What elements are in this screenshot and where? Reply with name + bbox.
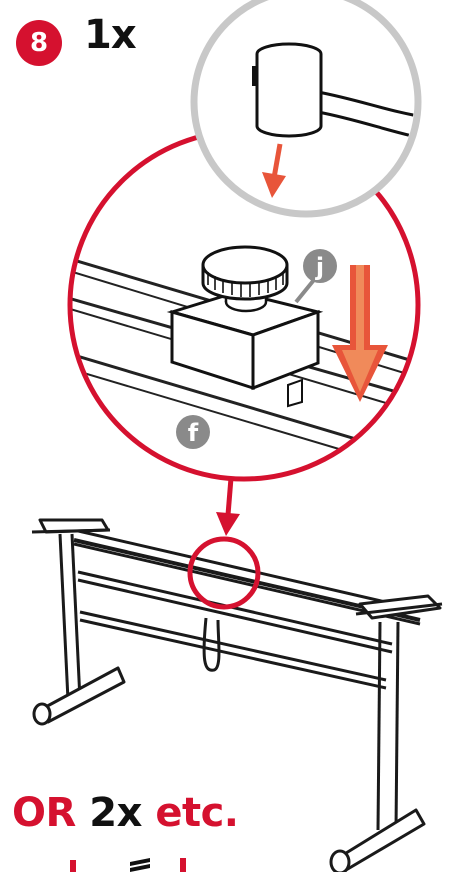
stand-frame-icon [31,518,443,872]
alt-quantity: 2x [89,790,142,836]
mallet-zoom-circle [190,0,422,218]
connector-arrow-icon [216,477,240,536]
knob-clamp-icon [166,245,324,408]
etc-word: etc. [155,790,239,836]
detail-zoom-circle [67,128,421,482]
alternative-quantity-text: OR 2x etc. [12,790,239,836]
highlight-circle [187,536,261,610]
or-word: OR [12,790,76,836]
next-step-preview [70,858,186,872]
callout-part-f: f [176,415,210,449]
part-j-label: j [315,253,324,281]
mallet-icon [252,42,414,198]
tap-direction-arrow-icon [262,143,286,198]
step-quantity: 1x [84,12,137,58]
callout-part-j: j [303,249,337,283]
rail-detail [70,245,418,479]
part-f-label: f [188,419,199,447]
down-arrow-icon [332,265,388,402]
step-number-badge: 8 [16,20,62,66]
